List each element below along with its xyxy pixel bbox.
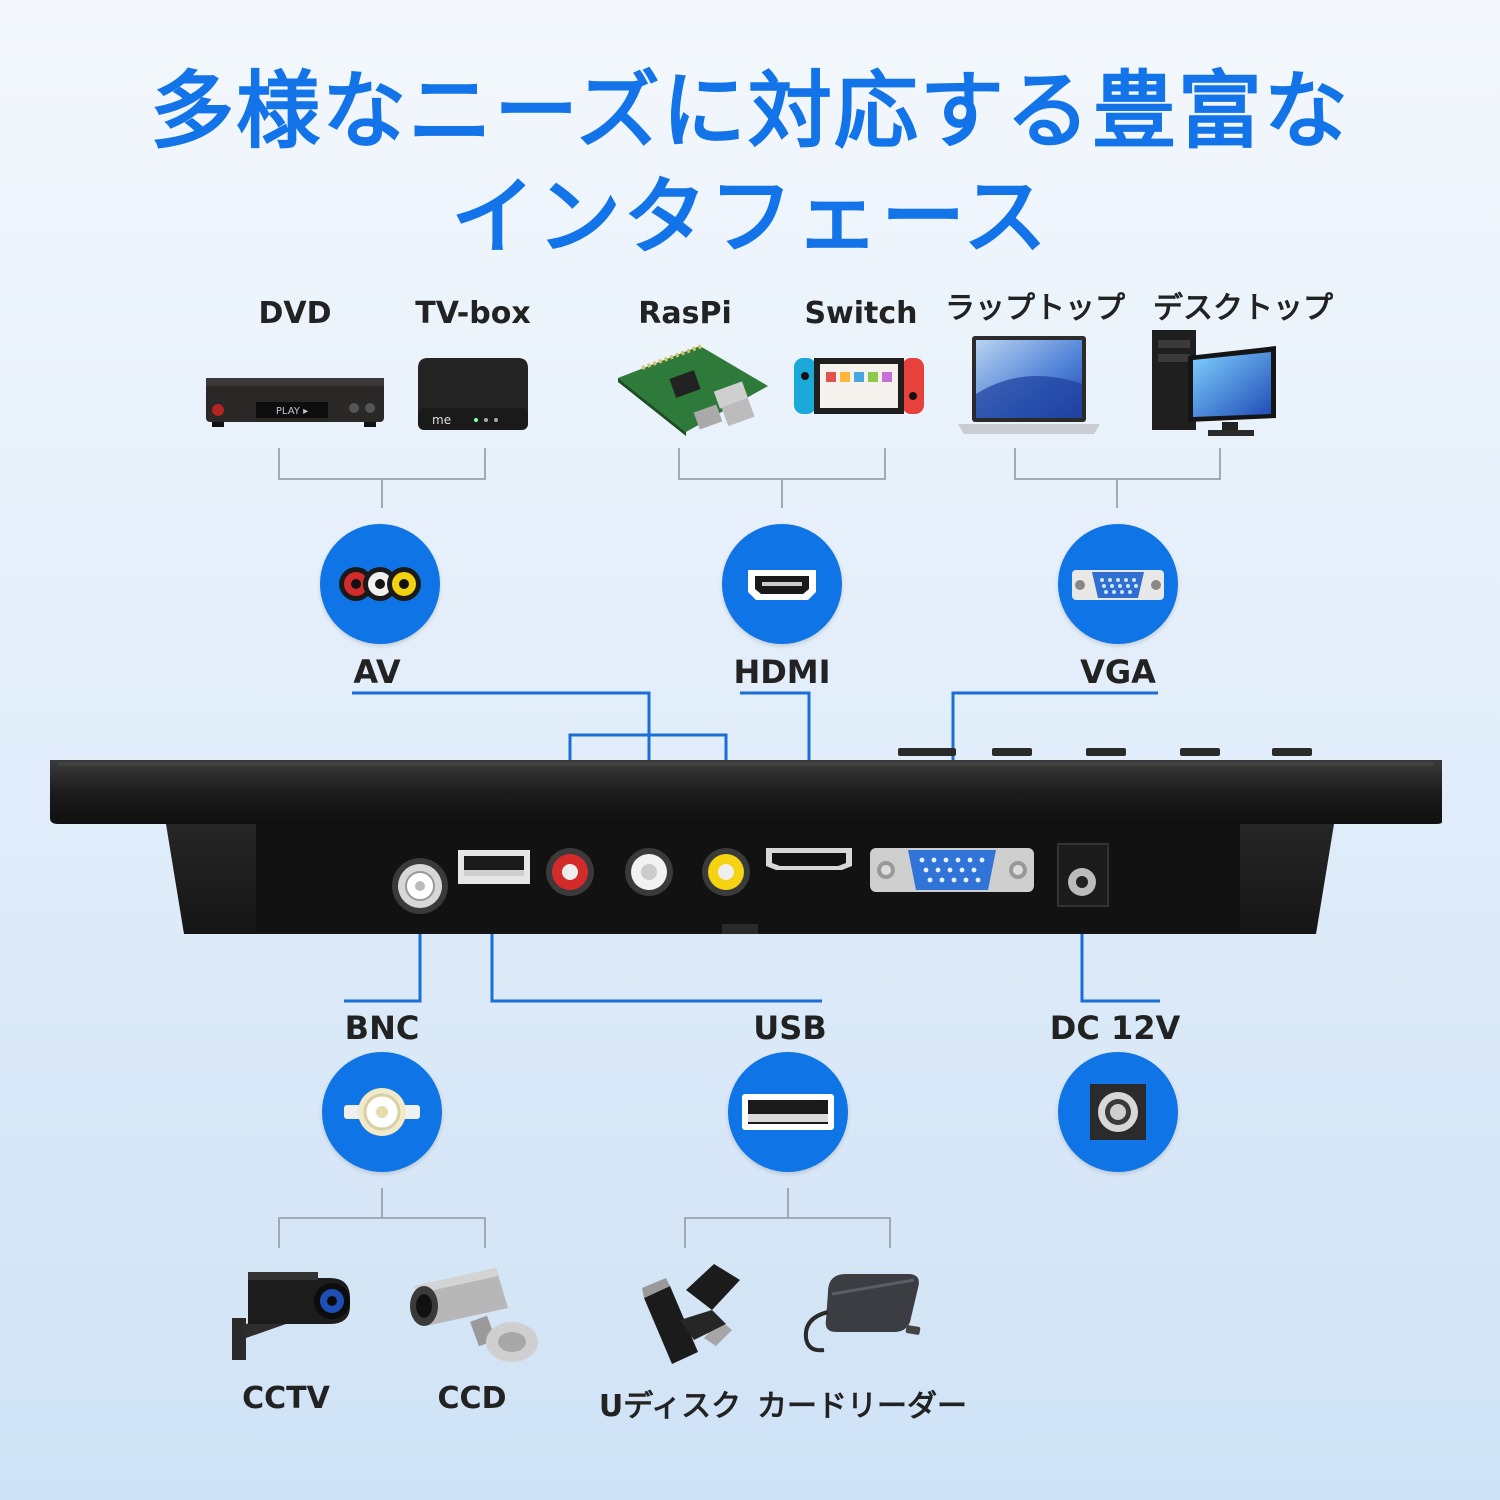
device-label-tvbox: TV-box <box>415 296 531 331</box>
title-line-2: インタフェース <box>451 168 1049 266</box>
dvd-player-icon: PLAY ▸ <box>206 378 384 427</box>
port-label-usb: USB <box>753 1009 827 1047</box>
bnc-port-icon <box>344 1088 420 1136</box>
device-label-card-reader: カードリーダー <box>757 1389 967 1424</box>
rca-av-port-icon <box>339 567 421 601</box>
game-console-icon <box>794 358 924 414</box>
device-label-laptop: ラップトップ <box>945 291 1125 326</box>
port-label-dc: DC 12V <box>1049 1009 1181 1047</box>
dc-port-circle <box>1058 1052 1178 1172</box>
device-label-cctv: CCTV <box>242 1381 330 1416</box>
title-line-1: 多様なニーズに対応する豊富な <box>150 62 1350 160</box>
usb-port-icon <box>742 1094 834 1130</box>
bnc-port-circle <box>322 1052 442 1172</box>
hdmi-port-icon <box>748 570 816 600</box>
ccd-camera-icon <box>410 1268 538 1362</box>
device-label-ccd: CCD <box>437 1381 507 1416</box>
hdmi-port-circle <box>722 524 842 644</box>
usb-flash-drive-icon <box>642 1264 740 1364</box>
vga-port-icon <box>1072 570 1164 600</box>
raspberry-pi-icon <box>618 344 768 436</box>
port-label-vga: VGA <box>1080 653 1156 691</box>
svg-text:PLAY ▸: PLAY ▸ <box>276 406 308 417</box>
dc-power-port-icon <box>1090 1084 1146 1140</box>
device-label-udisk: Uディスク <box>598 1389 742 1424</box>
port-label-bnc: BNC <box>344 1009 420 1047</box>
device-label-switch: Switch <box>804 296 918 331</box>
port-label-av: AV <box>353 653 401 691</box>
device-label-desktop: デスクトップ <box>1153 291 1333 326</box>
device-label-raspi: RasPi <box>638 296 732 331</box>
monitor-rear-panel <box>50 748 1442 934</box>
cctv-camera-icon <box>232 1272 350 1360</box>
port-label-hdmi: HDMI <box>733 653 831 691</box>
device-label-dvd: DVD <box>258 296 332 331</box>
card-reader-icon <box>803 1274 921 1353</box>
usb-port-circle <box>728 1052 848 1172</box>
svg-text:me: me <box>432 413 451 427</box>
desktop-computer-icon <box>1152 330 1276 436</box>
laptop-icon <box>958 336 1100 434</box>
tv-box-icon: me <box>418 358 528 430</box>
av-port-circle <box>320 524 440 644</box>
vga-port-circle <box>1058 524 1178 644</box>
